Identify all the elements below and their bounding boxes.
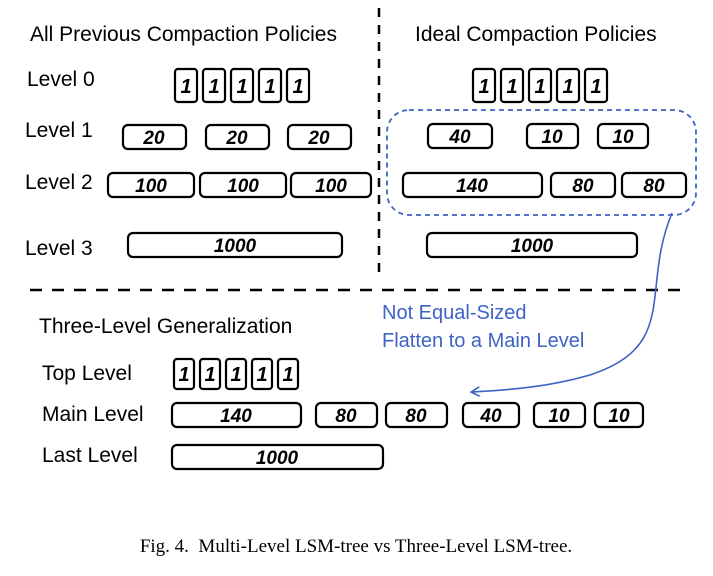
level-0-label: Level 0	[27, 68, 95, 91]
bottom-panel-title: Three-Level Generalization	[39, 315, 292, 338]
right-level-2-group: 140 80 80	[401, 171, 688, 199]
left-l1-entry: 20	[307, 128, 330, 149]
main-level-entry: 80	[335, 406, 357, 427]
left-panel-title: All Previous Compaction Policies	[30, 23, 337, 46]
annotation-line-1: Not Equal-Sized	[382, 302, 527, 324]
main-level-entry: 140	[220, 406, 252, 427]
last-level-group: 1000	[170, 443, 385, 471]
top-level-entry: 1	[282, 364, 293, 386]
flatten-arrow	[472, 212, 673, 392]
main-level-group-outline	[386, 109, 697, 216]
main-level-label: Main Level	[42, 403, 144, 426]
last-level-label: Last Level	[42, 444, 138, 467]
right-level-3-group: 1000	[425, 231, 639, 259]
right-l2-entry: 140	[456, 176, 488, 197]
right-panel-title: Ideal Compaction Policies	[415, 23, 657, 46]
right-l0-entry: 1	[590, 76, 601, 98]
main-level-entry: 40	[479, 406, 502, 427]
main-level-entry: 80	[405, 406, 427, 427]
left-l1-entry: 20	[142, 128, 165, 149]
level-2-label: Level 2	[25, 171, 93, 194]
right-l1-entry: 40	[448, 127, 471, 148]
right-level-0-group: 1 1 1 1 1	[471, 67, 609, 104]
right-l3-entry: 1000	[511, 236, 554, 257]
last-level-entry: 1000	[256, 448, 299, 469]
left-l0-entry: 1	[264, 76, 275, 98]
left-l0-entry: 1	[208, 76, 219, 98]
figure-caption: Fig. 4. Multi-Level LSM-tree vs Three-Le…	[140, 536, 572, 557]
top-level-entry: 1	[178, 364, 189, 386]
left-level-1-group: 20 20 20	[121, 123, 353, 151]
level-3-label: Level 3	[25, 237, 93, 260]
left-l3-entry: 1000	[214, 236, 257, 257]
top-level-entry: 1	[204, 364, 215, 386]
left-level-0-group: 1 1 1 1 1	[173, 67, 311, 104]
right-l0-entry: 1	[562, 76, 573, 98]
right-l0-entry: 1	[534, 76, 545, 98]
right-l1-entry: 10	[541, 127, 563, 148]
right-l0-entry: 1	[506, 76, 517, 98]
main-level-entry: 10	[608, 406, 630, 427]
top-level-group: 1 1 1 1 1	[172, 357, 300, 391]
left-l0-entry: 1	[180, 76, 191, 98]
main-level-group: 140 80 80 40 10 10	[170, 401, 645, 429]
left-l2-entry: 100	[227, 176, 259, 197]
top-level-entry: 1	[256, 364, 267, 386]
main-level-entry: 10	[548, 406, 570, 427]
left-l0-entry: 1	[292, 76, 303, 98]
annotation-line-2: Flatten to a Main Level	[382, 330, 584, 352]
left-l2-entry: 100	[315, 176, 347, 197]
right-l0-entry: 1	[478, 76, 489, 98]
top-level-entry: 1	[230, 364, 241, 386]
right-level-1-group: 40 10 10	[426, 122, 650, 150]
right-l2-entry: 80	[643, 176, 665, 197]
left-l0-entry: 1	[236, 76, 247, 98]
left-level-3-group: 1000	[126, 231, 344, 259]
left-level-2-group: 100 100 100	[106, 171, 373, 199]
right-l2-entry: 80	[572, 176, 594, 197]
level-1-label: Level 1	[25, 119, 93, 142]
left-l1-entry: 20	[225, 128, 248, 149]
top-level-label: Top Level	[42, 362, 132, 385]
left-l2-entry: 100	[135, 176, 167, 197]
right-l1-entry: 10	[612, 127, 634, 148]
